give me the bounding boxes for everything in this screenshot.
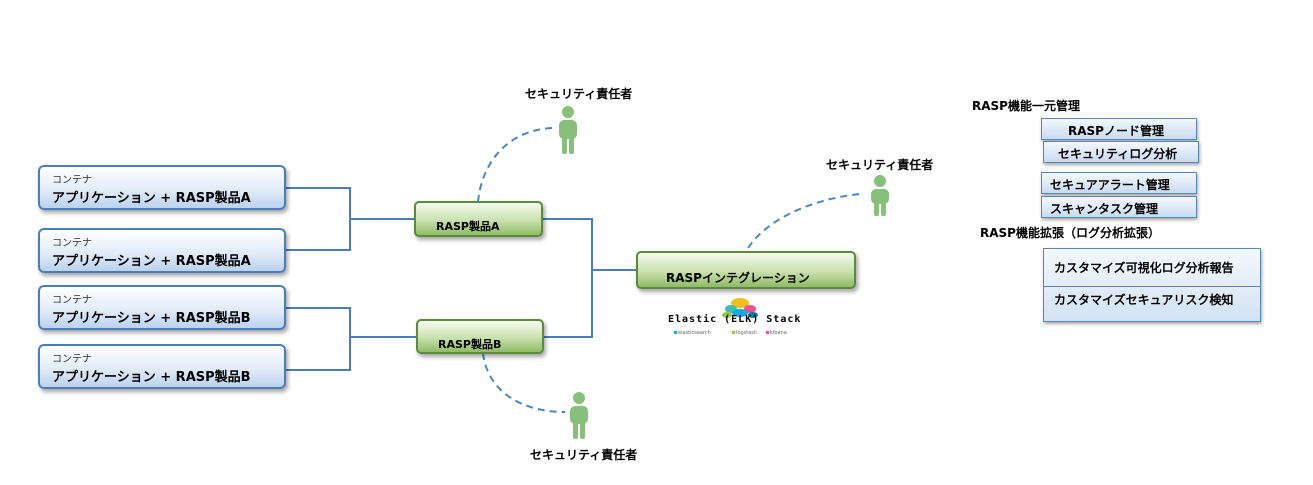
dashed-links: [477, 127, 861, 413]
rasp-integration-label: RASPインテグレーション: [666, 271, 810, 285]
extension-box: カスタマイズ可視化ログ分析報告 カスタマイズセキュアリスク検知: [1043, 248, 1261, 322]
app-label: アプリケーション + RASP製品B: [52, 311, 251, 326]
feature-label: スキャンタスク管理: [1050, 202, 1159, 216]
app-container-box-2: コンテナ アプリケーション + RASP製品A: [38, 228, 286, 273]
elastic-component-logstash: logstash: [736, 330, 758, 336]
dashed-link-top: [477, 127, 553, 203]
connector-app3-to-rasp-b: [286, 307, 416, 338]
elastic-logo-blob: [744, 305, 756, 313]
feature-node-management: RASPノード管理: [1041, 118, 1197, 140]
container-label: コンテナ: [52, 238, 92, 249]
app-container-box-4: コンテナ アプリケーション + RASP製品B: [38, 344, 286, 389]
elastic-component-marker: [766, 331, 769, 334]
rasp-product-a-box: RASP製品A: [414, 201, 543, 237]
connector-rasp-b-to-integration: [543, 270, 593, 338]
feature-label: セキュアアラート管理: [1050, 178, 1170, 192]
feature-label: セキュリティログ分析: [1058, 147, 1178, 161]
app-container-box-3: コンテナ アプリケーション + RASP製品B: [38, 285, 286, 330]
rasp-product-a-label: RASP製品A: [436, 220, 500, 233]
elastic-component-marker: [732, 331, 735, 334]
security-officer-label-bottom: セキュリティ責任者: [530, 448, 638, 462]
ext-item-risk-detection: カスタマイズセキュアリスク検知: [1054, 293, 1234, 307]
elastic-logo-blob: [732, 309, 748, 317]
rasp-product-b-label: RASP製品B: [438, 338, 502, 351]
connector-rasp-a-to-integration: [543, 218, 638, 271]
person-icon: [871, 175, 889, 216]
person-icon: [570, 392, 588, 439]
app-label: アプリケーション + RASP製品B: [52, 370, 251, 385]
connector-lines: [286, 187, 638, 371]
feature-alert-management: セキュアアラート管理: [1041, 172, 1197, 194]
connector-app1-to-rasp-a: [286, 187, 416, 220]
rasp-integration-box: RASPインテグレーション: [636, 251, 856, 289]
app-label: アプリケーション + RASP製品A: [52, 191, 251, 206]
dashed-link-bottom: [482, 352, 566, 413]
person-icon: [559, 106, 577, 154]
elastic-component-kibana: kibana: [770, 330, 787, 336]
elastic-logo-blob: [722, 312, 732, 318]
ext-heading: RASP機能拡張（ログ分析拡張）: [980, 226, 1160, 240]
elastic-logo-icon: [674, 298, 769, 334]
elastic-component-elasticsearch: elasticsearch: [678, 330, 711, 336]
feature-label: RASPノード管理: [1068, 124, 1164, 138]
app-label: アプリケーション + RASP製品A: [52, 254, 251, 269]
rasp-product-b-box: RASP製品B: [416, 319, 544, 354]
feature-scan-task-management: スキャンタスク管理: [1041, 196, 1197, 218]
elastic-component-marker: [674, 331, 677, 334]
elastic-logo-blob: [731, 298, 749, 308]
ext-item-visualization-report: カスタマイズ可視化ログ分析報告: [1054, 261, 1234, 275]
connector-app2-to-rasp-a: [286, 219, 351, 251]
connector-app4-to-rasp-b: [286, 337, 351, 371]
extension-divider: [1044, 286, 1260, 287]
app-container-box-1: コンテナ アプリケーション + RASP製品A: [38, 165, 286, 210]
feature-log-analysis: セキュリティログ分析: [1043, 141, 1199, 163]
elastic-stack-title: Elastic (ELK) Stack: [668, 314, 802, 325]
security-officer-label-right: セキュリティ責任者: [826, 158, 934, 172]
security-officer-label-top: セキュリティ責任者: [525, 87, 633, 101]
mgmt-heading: RASP機能一元管理: [972, 99, 1080, 113]
dashed-link-right: [747, 193, 861, 249]
elastic-logo-blob: [748, 312, 758, 318]
container-label: コンテナ: [52, 175, 92, 186]
container-label: コンテナ: [52, 354, 92, 365]
container-label: コンテナ: [52, 295, 92, 306]
